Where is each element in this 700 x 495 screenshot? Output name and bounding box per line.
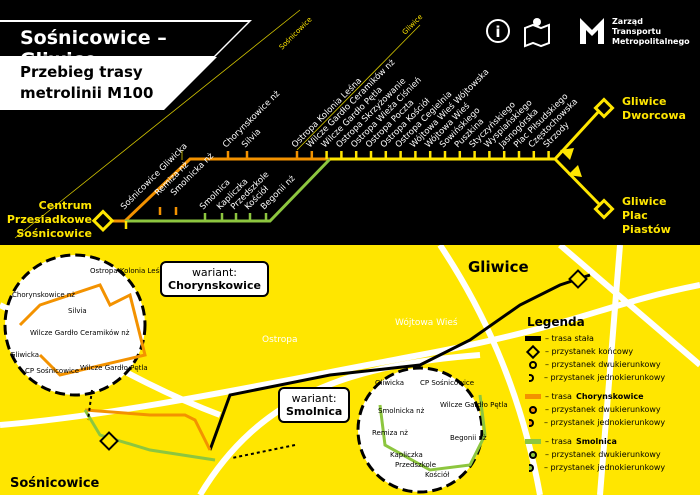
- terminal-piastow-line1: Gliwice: [622, 195, 666, 208]
- city-sosnicowice: Sośnicowice: [10, 476, 100, 491]
- terminal-start-line3: Sośnicowice: [16, 227, 92, 240]
- inset1-stop: Wilcze Gardło Pętla: [80, 364, 148, 372]
- subtitle-line2: metrolinii M100: [20, 84, 154, 102]
- legend: Legenda – trasa stała – przystanek końco…: [515, 315, 700, 474]
- legend-one-way: – przystanek jednokierunkowy: [544, 463, 666, 472]
- city-gliwice: Gliwice: [468, 258, 529, 276]
- variant-smolnica-label: wariant:Smolnica: [278, 387, 351, 423]
- page-title: Sośnicowice – Gliwice: [0, 22, 248, 56]
- legend-terminal: – przystanek końcowy: [545, 347, 634, 356]
- variant-chorynskowice-label: wariant:Chorynskowice: [160, 261, 269, 297]
- legend-route-prefix: – trasa: [545, 392, 572, 401]
- legend-route-smolnica: Smolnica: [575, 437, 617, 446]
- legend-one-way: – przystanek jednokierunkowy: [544, 373, 666, 382]
- inset1-stop: Gliwicka: [10, 351, 39, 359]
- inset1-stop: Wilcze Gardło Ceramików nż: [30, 329, 130, 337]
- variant-name: Smolnica: [286, 405, 343, 418]
- terminal-piastow-line2: Plac: [622, 209, 648, 222]
- inset2-stop: CP Sośnicowice: [420, 379, 474, 387]
- variant-name: Chorynskowice: [168, 279, 261, 292]
- inset2-stop: Wilcze Gardło Pętla: [440, 401, 508, 409]
- legend-one-way: – przystanek jednokierunkowy: [544, 418, 666, 427]
- map-pin-icon[interactable]: [524, 18, 550, 48]
- ztm-logo: [580, 18, 604, 44]
- variant-label: wariant:: [291, 392, 337, 405]
- inset2-stop: Przedszkole: [395, 461, 436, 469]
- terminal-piastow-line3: Piastów: [622, 223, 671, 236]
- inset2-stop: Begonii nż: [450, 434, 487, 442]
- schematic: i Sośnicowice Gliwice Sośnicowice Gliwic…: [7, 9, 686, 240]
- subtitle-line1: Przebieg trasy: [20, 63, 143, 81]
- inset2-stop: Kapliczka: [390, 451, 423, 459]
- inset2-stop: Kościół: [425, 471, 449, 479]
- legend-two-way: – przystanek dwukierunkowy: [545, 450, 661, 459]
- variant-label: wariant:: [191, 266, 237, 279]
- legend-title: Legenda: [527, 315, 585, 329]
- svg-text:i: i: [495, 23, 500, 41]
- inset1-stop: Silvia: [68, 307, 87, 315]
- terminal-piastow: [593, 198, 615, 220]
- inset1-stop: Ostropa Kolonia Leśna: [90, 267, 168, 275]
- legend-route-prefix: – trasa: [545, 437, 572, 446]
- legend-route-chorynskowice: Chorynskowice: [575, 392, 644, 401]
- inset1-stop: Chorynskowice nż: [12, 291, 75, 299]
- legend-two-way: – przystanek dwukierunkowy: [545, 405, 661, 414]
- terminal-dworcowa-line1: Gliwice: [622, 95, 666, 108]
- terminal-dworcowa-line2: Dworcowa: [622, 109, 686, 122]
- legend-two-way: – przystanek dwukierunkowy: [545, 360, 661, 369]
- route-map: Ostropa Kolonia Leśna Chorynskowice nż S…: [0, 245, 700, 495]
- inset2-stop: Smolnicka nż: [378, 407, 425, 415]
- zone-label-sosnicowice: Sośnicowice: [278, 16, 314, 52]
- terminal-dworcowa: [593, 97, 615, 119]
- inset1-stop: CP Sośnicowice: [25, 367, 79, 375]
- place-ostropa: Ostropa: [262, 335, 298, 345]
- route-diagram: Sośnicowice – Gliwice Przebieg trasy metr…: [0, 0, 700, 245]
- operator-line1: Zarząd: [612, 17, 643, 26]
- inset-chorynskowice: [3, 253, 147, 397]
- operator-line2: Transportu: [612, 27, 662, 36]
- map-canvas: Ostropa Kolonia Leśna Chorynskowice nż S…: [0, 245, 700, 495]
- inset2-stop: Gliwicka: [375, 379, 404, 387]
- inset2-stop: Remiza nż: [372, 429, 408, 437]
- terminal-start: [91, 209, 115, 233]
- legend-fixed: – trasa stała: [545, 334, 594, 343]
- place-wojtowa-wies: Wójtowa Wieś: [395, 317, 458, 328]
- info-icon[interactable]: i: [486, 19, 510, 43]
- terminal-start-line2: Przesiadkowe: [7, 213, 92, 226]
- inset-smolnica: [356, 366, 484, 494]
- operator-line3: Metropolitalnego: [612, 37, 690, 46]
- terminal-start-line1: Centrum: [39, 199, 92, 212]
